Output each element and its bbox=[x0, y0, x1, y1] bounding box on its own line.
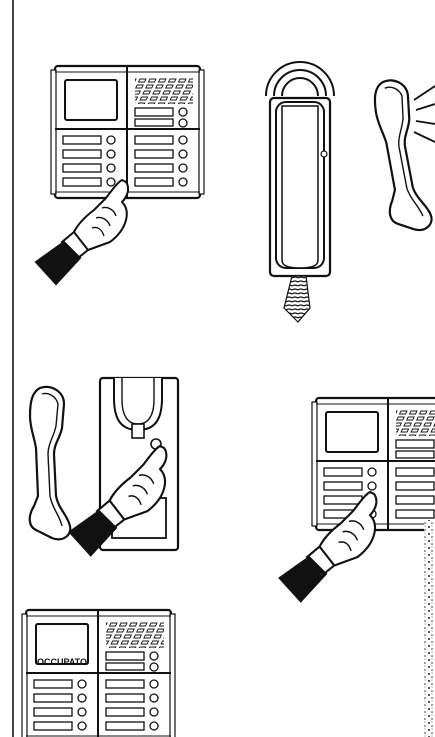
door-panel-icon bbox=[20, 608, 177, 737]
occupato-label: OCCUPATO bbox=[37, 657, 87, 667]
scan-edge-speckle bbox=[424, 520, 435, 737]
ringing-waves-icon bbox=[265, 61, 335, 97]
door-panel-icon bbox=[49, 64, 206, 200]
intercom-handset-icon bbox=[265, 61, 335, 323]
handset-icon bbox=[28, 385, 72, 541]
sound-lines-icon bbox=[413, 85, 435, 143]
handset-icon bbox=[370, 76, 435, 235]
